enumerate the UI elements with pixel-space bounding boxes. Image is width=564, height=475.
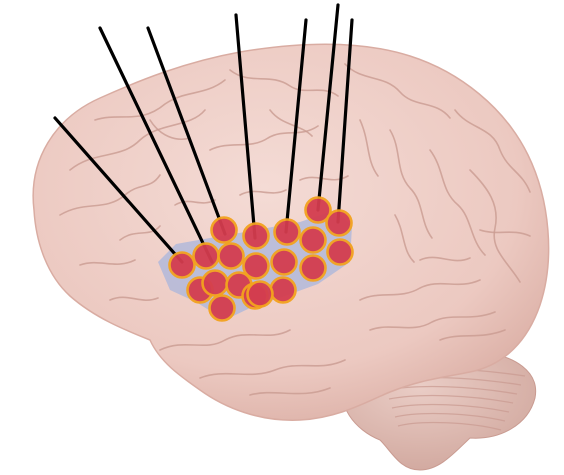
electrode-contact: [272, 250, 297, 275]
electrode-contact: [271, 278, 296, 303]
electrode-contact: [212, 218, 237, 243]
electrode-contact: [170, 253, 195, 278]
electrode-contact: [244, 224, 269, 249]
electrode-contact: [275, 220, 300, 245]
electrode-contact: [328, 240, 353, 265]
electrode-contact: [210, 296, 235, 321]
electrode-contact: [248, 282, 273, 307]
electrode-contact: [194, 244, 219, 269]
electrode-contact: [219, 244, 244, 269]
electrode-contact: [327, 211, 352, 236]
electrode-contact: [301, 228, 326, 253]
electrode-contact: [203, 271, 228, 296]
electrode-contact: [301, 256, 326, 281]
